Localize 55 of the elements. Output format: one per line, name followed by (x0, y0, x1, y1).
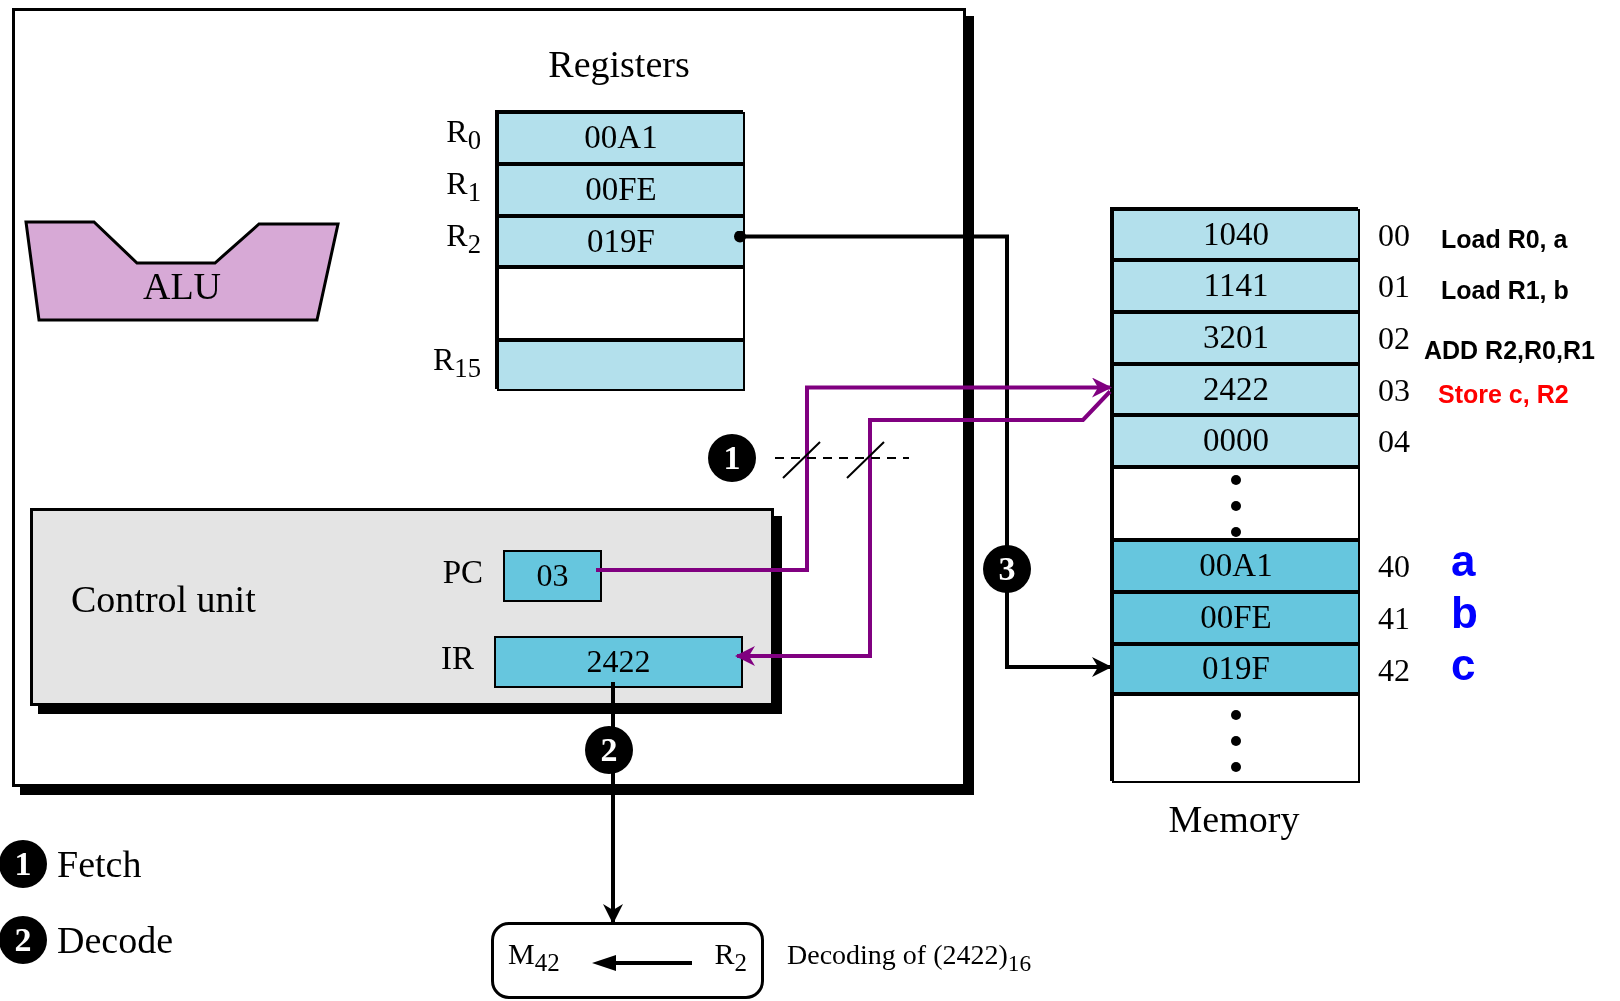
variable-name: b (1451, 588, 1478, 638)
cell-value: 00FE (584, 170, 658, 208)
step-marker: 1 (0, 840, 47, 888)
memory-address: 00 (1378, 217, 1410, 254)
variable-name: a (1451, 536, 1476, 586)
register-name: PC (442, 554, 483, 591)
cell-value: 1040 (1202, 215, 1270, 253)
instruction-text: Load R0, a (1441, 225, 1568, 254)
register-name: R$_{2}$ (446, 218, 481, 260)
alu-shape (24, 220, 340, 322)
cell-value: 00A1 (583, 118, 659, 156)
operand-label: M$_{42}$ (508, 937, 560, 977)
memory-address: 41 (1378, 600, 1410, 637)
cell-value: 0000 (1202, 421, 1270, 459)
operand-label: R$_{2}$ (714, 937, 747, 977)
memory-cell (1112, 467, 1360, 540)
unit-label: Control unit (71, 577, 256, 621)
cell-value: 00FE (1199, 598, 1273, 636)
instruction-text: Load R1, b (1441, 276, 1569, 305)
memory-cell (1112, 694, 1360, 783)
cell-value: 00A1 (1198, 546, 1274, 584)
cell-value: 1141 (1202, 266, 1270, 304)
section-title: Memory (1167, 797, 1301, 841)
cell-value: 019F (586, 222, 656, 260)
alu-label: ALU (141, 264, 223, 308)
register-name: R$_{15}$ (433, 342, 481, 384)
register-name: IR (441, 640, 474, 677)
decoding-note: Decoding of (2422)$_{16}$ (787, 939, 1032, 977)
memory-address: 02 (1378, 320, 1410, 357)
register-cell (497, 267, 745, 340)
memory-address: 42 (1378, 652, 1410, 689)
cell-value: 2422 (585, 642, 652, 680)
instruction-text: ADD R2,R0,R1 (1424, 336, 1595, 365)
arrow (735, 390, 1112, 666)
memory-address: 03 (1378, 372, 1410, 409)
cell-value: 03 (535, 556, 570, 594)
register-name: R$_{1}$ (446, 166, 481, 208)
legend-text: Decode (57, 918, 174, 963)
legend-text: Fetch (57, 842, 142, 887)
instruction-text: Store c, R2 (1438, 380, 1569, 409)
memory-address: 01 (1378, 268, 1410, 305)
arrow (596, 377, 1112, 572)
step-marker: 2 (585, 726, 633, 774)
step-marker: 3 (983, 545, 1031, 593)
arrow (734, 230, 1112, 677)
memory-address: 04 (1378, 423, 1410, 460)
step-marker: 1 (708, 434, 756, 482)
cell-value: 3201 (1202, 318, 1270, 356)
cell-value: 2422 (1202, 370, 1270, 408)
memory-address: 40 (1378, 548, 1410, 585)
variable-name: c (1451, 640, 1476, 690)
cell-value: 019F (1201, 649, 1271, 687)
step-marker: 2 (0, 916, 47, 964)
register-name: R$_{0}$ (446, 114, 481, 156)
section-title: Registers (547, 42, 691, 86)
